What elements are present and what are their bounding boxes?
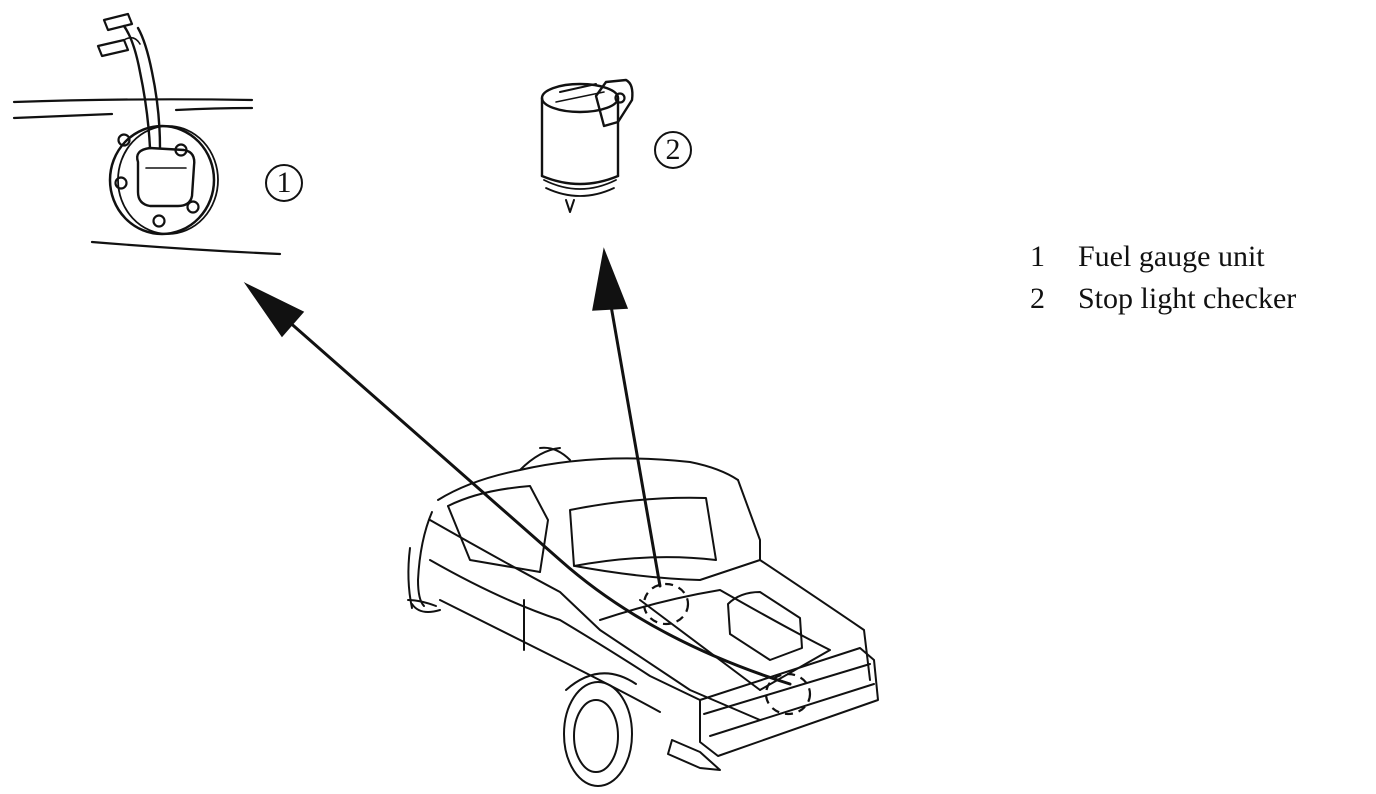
pointer-arrows [260, 296, 792, 686]
callout-2-label: 2 [654, 131, 692, 169]
arrow-to-fuel-gauge [260, 296, 792, 686]
legend-item-label: Fuel gauge unit [1078, 240, 1265, 273]
callout-1-label: 1 [265, 164, 303, 202]
pickup-truck-illustration [407, 446, 879, 787]
legend-item-number: 1 [1030, 240, 1045, 273]
stop-light-checker-illustration [540, 78, 634, 213]
fuel-gauge-location-marker [764, 672, 812, 716]
legend-item: 1 Fuel gauge unit [1030, 236, 1296, 278]
arrowhead-1 [243, 282, 305, 338]
arrowhead-2 [592, 247, 629, 311]
legend-item: 2 Stop light checker [1030, 278, 1296, 320]
legend-item-number: 2 [1030, 282, 1045, 315]
fuel-gauge-unit-illustration [12, 12, 282, 256]
arrow-to-stop-light [608, 298, 662, 588]
legend-item-label: Stop light checker [1078, 282, 1297, 315]
stop-light-location-marker [642, 582, 690, 626]
legend: 1 Fuel gauge unit 2 Stop light checker [1030, 236, 1296, 320]
